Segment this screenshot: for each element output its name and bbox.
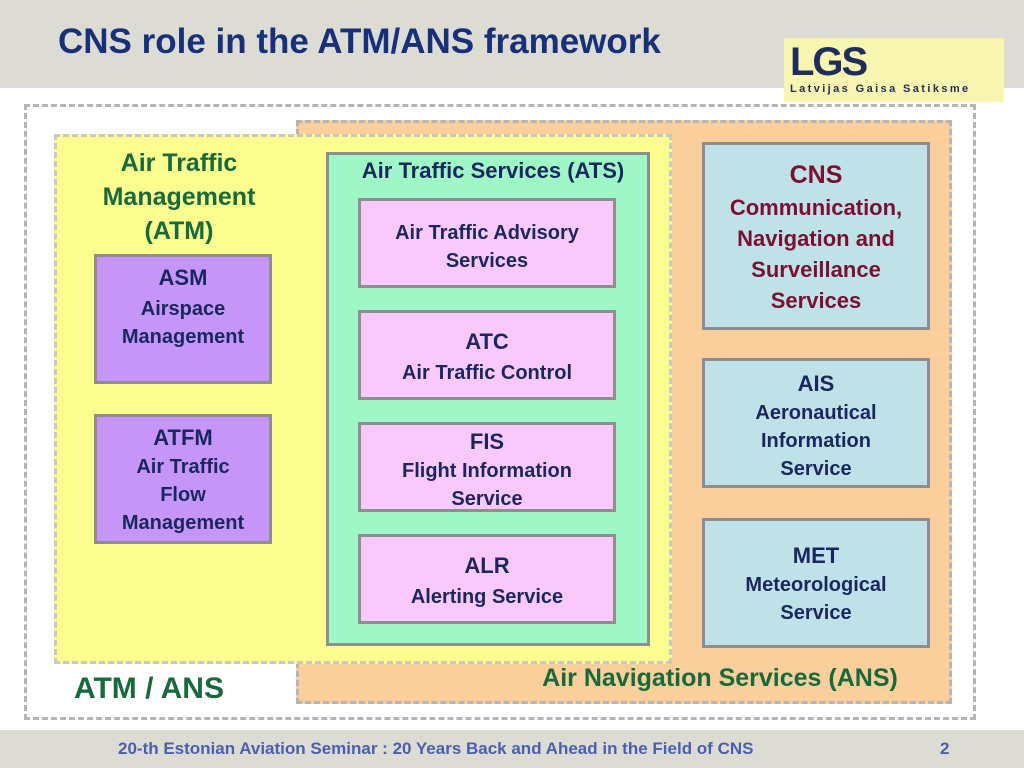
ans-label: Air Navigation Services (ANS) — [542, 664, 898, 692]
atm-title-line: Air Traffic — [120, 149, 238, 177]
logo-mark: LGS — [790, 40, 868, 84]
met-full-line: Meteorological — [745, 574, 887, 596]
atm-ans-label: ATM / ANS — [74, 672, 224, 705]
fis-full-line: Service — [451, 488, 523, 510]
ats-title: Air Traffic Services (ATS) — [361, 158, 625, 183]
asm-box: ASM Airspace Management — [94, 254, 272, 384]
advisory-full-line: Services — [445, 250, 529, 272]
atfm-full-line: Air Traffic — [136, 456, 230, 478]
fis-box: FIS Flight Information Service — [358, 422, 616, 512]
advisory-full-line: Air Traffic Advisory — [395, 222, 579, 244]
alr-full: Alerting Service — [410, 586, 564, 608]
atc-box: ATC Air Traffic Control — [358, 310, 616, 400]
atm-title-line: Management — [102, 183, 256, 211]
ais-full-line: Aeronautical — [755, 402, 877, 424]
cns-abbr: CNS — [789, 161, 843, 189]
atc-abbr: ATC — [465, 329, 509, 354]
atc-full: Air Traffic Control — [401, 362, 572, 384]
met-abbr: MET — [792, 543, 840, 568]
alr-box: ALR Alerting Service — [358, 534, 616, 624]
ais-full-line: Service — [780, 458, 852, 480]
ais-box: AIS Aeronautical Information Service — [702, 358, 930, 488]
atfm-abbr: ATFM — [153, 425, 213, 450]
lgs-logo: LGS Latvijas Gaisa Satiksme — [784, 38, 1004, 102]
logo-subtitle: Latvijas Gaisa Satiksme — [790, 83, 971, 95]
footer-bar — [0, 730, 1024, 768]
atfm-full-line: Flow — [160, 484, 206, 506]
atm-title: Air Traffic Management (ATM) — [84, 146, 274, 248]
cns-full-line: Navigation and — [737, 226, 895, 251]
fis-abbr: FIS — [469, 429, 505, 454]
asm-abbr: ASM — [158, 265, 208, 290]
cns-box: CNS Communication, Navigation and Survei… — [702, 142, 930, 330]
cns-full-line: Services — [770, 288, 862, 313]
page-number: 2 — [940, 739, 950, 758]
footer-text: 20-th Estonian Aviation Seminar : 20 Yea… — [118, 739, 754, 758]
met-box: MET Meteorological Service — [702, 518, 930, 648]
cns-full-line: Communication, — [729, 195, 903, 220]
alr-abbr: ALR — [464, 553, 510, 578]
ais-full-line: Information — [761, 430, 871, 452]
cns-full-line: Surveillance — [751, 257, 881, 282]
atfm-full-line: Management — [121, 512, 245, 534]
fis-full-line: Flight Information — [402, 460, 572, 482]
asm-full-line: Management — [121, 326, 245, 348]
advisory-services-box: Air Traffic Advisory Services — [358, 198, 616, 288]
met-full-line: Service — [780, 602, 852, 624]
atm-title-line: (ATM) — [144, 217, 214, 245]
ais-abbr: AIS — [797, 371, 835, 396]
slide-title: CNS role in the ATM/ANS framework — [58, 22, 661, 61]
atfm-box: ATFM Air Traffic Flow Management — [94, 414, 272, 544]
asm-full-line: Airspace — [140, 298, 226, 320]
